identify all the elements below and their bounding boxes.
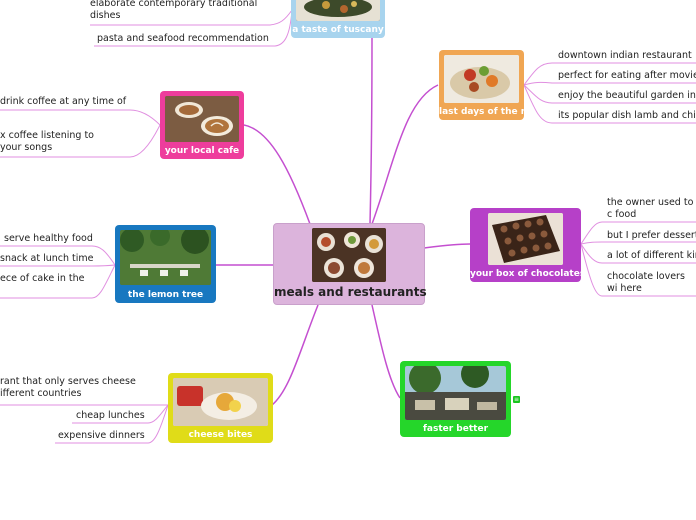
leaf-chocolates-1[interactable]: the owner used to c food xyxy=(607,197,694,220)
leaf-cafe-1[interactable]: drink coffee at any time of xyxy=(0,96,127,107)
node-faster-label: faster better xyxy=(422,424,489,434)
central-topic-label: meals and restaurants xyxy=(274,285,427,299)
leaf-raj-1[interactable]: downtown indian restaurant xyxy=(558,50,692,61)
node-lemon-label: the lemon tree xyxy=(127,290,204,300)
leaf-chocolates-2[interactable]: but I prefer dessert xyxy=(607,230,696,241)
node-cafe[interactable]: your local cafe xyxy=(160,91,244,159)
terrace-restaurant-image xyxy=(405,366,506,420)
node-cheese[interactable]: cheese bites xyxy=(168,373,273,443)
leaf-raj-3[interactable]: enjoy the beautiful garden in s xyxy=(558,90,696,101)
leaf-chocolates-3[interactable]: a lot of different kin xyxy=(607,250,696,261)
leaf-raj-4[interactable]: its popular dish lamb and chic xyxy=(558,110,696,121)
leaf-lemon-1[interactable]: serve healthy food xyxy=(4,233,93,244)
leaf-cheese-2[interactable]: cheap lunches xyxy=(76,410,145,421)
cheese-plate-image xyxy=(173,378,268,426)
leaf-raj-2[interactable]: perfect for eating after movies xyxy=(558,70,696,81)
node-chocolates-label: your box of chocolates xyxy=(470,269,586,279)
node-raj[interactable]: last days of the raj xyxy=(439,50,535,120)
leaf-lemon-2[interactable]: snack at lunch time xyxy=(0,253,94,264)
node-raj-label: last days of the raj xyxy=(439,107,535,117)
lemon-tree-garden-image xyxy=(120,230,211,285)
chocolate-box-image xyxy=(488,213,563,265)
link-cheese xyxy=(271,304,319,406)
node-cafe-label: your local cafe xyxy=(164,146,240,156)
link-cafe xyxy=(243,124,311,225)
node-tuscany[interactable]: a taste of tuscany xyxy=(291,0,385,38)
node-faster[interactable]: faster better xyxy=(400,361,511,437)
leaf-chocolates-4[interactable]: chocolate lovers wi here xyxy=(607,271,685,294)
leaf-cheese-1[interactable]: rant that only serves cheese ifferent co… xyxy=(0,376,136,399)
food-table-image xyxy=(312,228,386,282)
node-cheese-label: cheese bites xyxy=(188,430,253,440)
link-tuscany xyxy=(369,37,373,225)
leaf-tuscany-1[interactable]: elaborate contemporary traditional dishe… xyxy=(90,0,258,21)
leaf-tuscany-2[interactable]: pasta and seafood recommendation xyxy=(97,33,269,44)
coffee-cups-image xyxy=(165,96,239,142)
link-raj xyxy=(371,84,439,225)
link-chocolates xyxy=(423,243,471,249)
central-topic[interactable]: meals and restaurants xyxy=(273,223,427,305)
node-tuscany-label: a taste of tuscany xyxy=(292,25,384,35)
leaf-cheese-3[interactable]: expensive dinners xyxy=(58,430,145,441)
leaf-cafe-2[interactable]: x coffee listening to your songs xyxy=(0,130,94,153)
node-chocolates[interactable]: your box of chocolates xyxy=(470,208,586,282)
raj-dish-image xyxy=(444,55,519,103)
node-lemon[interactable]: the lemon tree xyxy=(115,225,216,303)
leaf-lemon-3[interactable]: ece of cake in the xyxy=(0,273,85,284)
link-faster xyxy=(371,304,401,399)
tuscany-dish-image xyxy=(296,0,380,21)
note-icon[interactable]: ≡ xyxy=(513,396,520,403)
